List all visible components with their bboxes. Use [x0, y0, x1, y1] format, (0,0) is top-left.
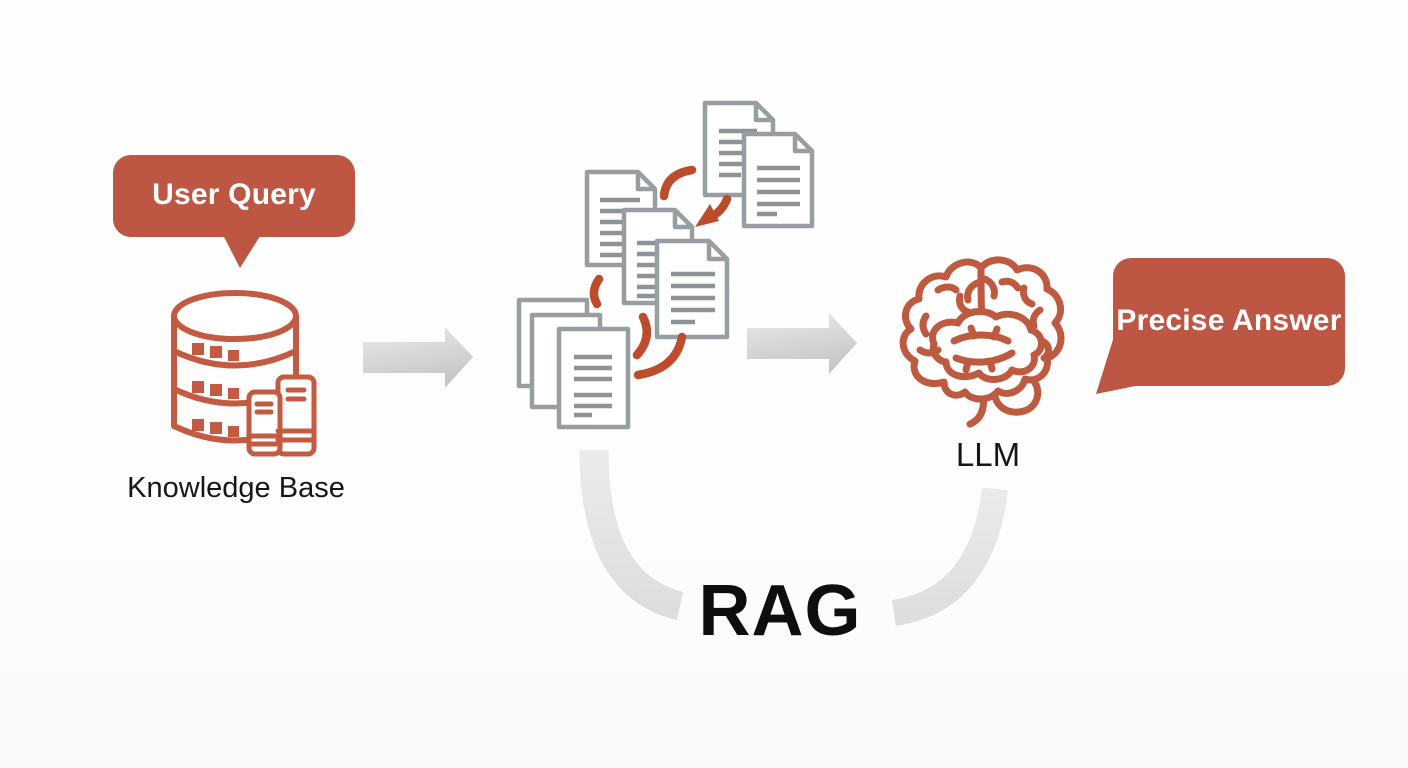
precise-answer-label: Precise Answer — [1116, 304, 1342, 338]
user-query-label: User Query — [152, 178, 316, 211]
brain-icon — [899, 256, 1065, 428]
books-icon — [246, 374, 317, 457]
rag-title: RAG — [698, 571, 862, 651]
document-icon — [584, 100, 815, 340]
knowledge-base-label: Knowledge Base — [127, 472, 345, 504]
precise-answer-bubble — [1096, 258, 1345, 394]
rag-brace-arcs — [579, 449, 1008, 626]
curved-arrowhead — [695, 204, 719, 227]
user-query-bubble — [113, 155, 355, 268]
arrow-right-icon — [363, 327, 473, 388]
curved-arrow-icon — [589, 165, 732, 380]
llm-label: LLM — [955, 436, 1021, 473]
document-stack-icon — [516, 297, 631, 430]
arrow-right-icon — [747, 313, 857, 374]
